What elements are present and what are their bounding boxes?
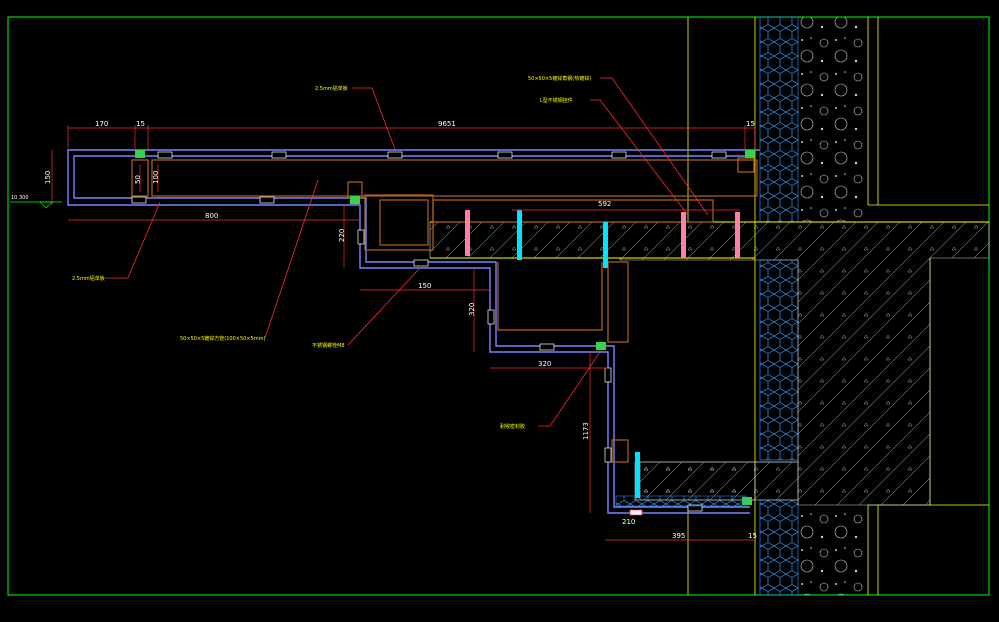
dimension-lines [51, 125, 756, 541]
aluminum-panel-outline [67, 149, 760, 514]
anchor-bolts [465, 210, 740, 498]
dim-15-left: 15 [136, 120, 145, 128]
dim-800: 800 [205, 212, 218, 220]
note-stainless-hanger: L型不锈钢挂件 [540, 97, 573, 104]
drawing-frame [7, 16, 990, 596]
note-weather-sealant: 耐候密封胶 [500, 423, 525, 430]
dim-320: 320 [538, 360, 551, 368]
dim-592: 592 [598, 200, 611, 208]
dim-220: 220 [338, 229, 346, 242]
insulation-layer-lower [759, 499, 799, 596]
dim-15-right: 15 [746, 120, 755, 128]
corner-sealants [135, 150, 755, 505]
dim-50: 50 [134, 175, 142, 184]
note-aluminum-panel-top: 2.5mm铝单板 [315, 85, 348, 92]
insulation-layer-middle [759, 259, 799, 461]
panel-connectors [131, 151, 727, 516]
dim-170: 170 [95, 120, 108, 128]
lower-slab-ledge [634, 461, 799, 501]
elevation-marker: 10.300 [10, 195, 62, 209]
dim-395: 395 [672, 532, 685, 540]
dim-100: 100 [152, 171, 160, 184]
note-galvanized-tube: 50×50×5镀锌方管(100×50×5mm) [180, 335, 265, 342]
note-stainless-bolt: 不锈钢螺栓M8 [312, 342, 345, 349]
note-galvanized-angle: 50×50×5镀锌角钢(热镀锌) [528, 75, 591, 82]
dim-9651: 9651 [438, 120, 456, 128]
leader-lines [105, 77, 709, 427]
concrete-wall-lower [798, 505, 868, 595]
annotation-notes: 2.5mm铝单板 50×50×5镀锌角钢(热镀锌) L型不锈钢挂件 2.5mm铝… [72, 75, 591, 430]
dim-1173: 1173 [582, 422, 590, 440]
insulation-layer-upper [759, 16, 799, 223]
note-aluminum-panel-bottom: 2.5mm铝单板 [72, 275, 105, 282]
dimension-labels: 170 15 9651 15 150 50 100 800 592 150 22… [44, 120, 757, 540]
building-structure [429, 16, 990, 596]
dim-150: 150 [418, 282, 431, 290]
dim-150-height: 150 [44, 171, 52, 184]
elevation-label: 10.300 [11, 195, 29, 201]
steel-framing [131, 157, 758, 463]
dim-15-bottom: 15 [748, 532, 757, 540]
dim-320-vertical: 320 [468, 303, 476, 316]
dim-210: 210 [622, 518, 635, 526]
concrete-wall-upper [798, 17, 868, 222]
insulation-under-panel [615, 495, 747, 507]
